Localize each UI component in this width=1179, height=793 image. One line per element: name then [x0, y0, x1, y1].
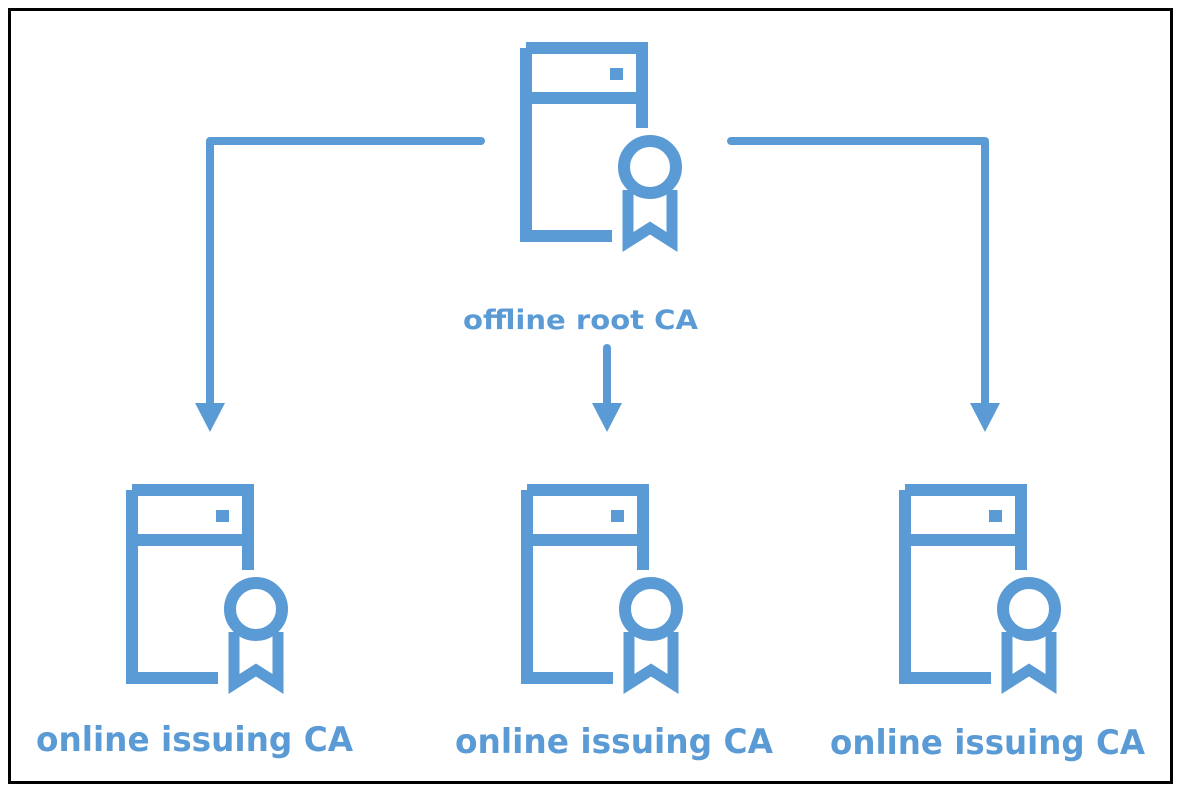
edge-root-to-child-2: [727, 137, 1000, 432]
child-0-server-certificate-icon: [126, 490, 282, 684]
arrow-down-icon: [195, 403, 225, 432]
root-server-certificate-icon: [520, 48, 676, 242]
edge-line: [206, 137, 485, 408]
arrow-down-icon: [970, 403, 1000, 432]
child-1-server-certificate-icon: [521, 490, 677, 684]
edge-root-to-child-0: [195, 137, 485, 432]
child-2-label: online issuing CA: [830, 723, 1146, 763]
arrow-down-icon: [592, 403, 622, 432]
edge-root-to-child-1: [592, 344, 622, 432]
root-label: offline root CA: [463, 305, 698, 336]
child-2-server-certificate-icon: [899, 490, 1055, 684]
edge-line: [727, 137, 989, 408]
child-0-label: online issuing CA: [36, 720, 354, 760]
child-1-label: online issuing CA: [455, 722, 774, 762]
